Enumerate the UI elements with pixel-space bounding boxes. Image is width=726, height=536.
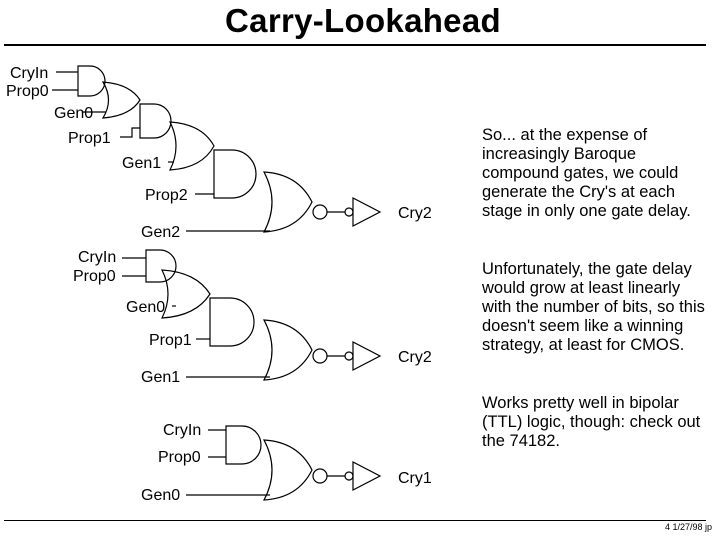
circuit2-nor-gate: [262, 319, 313, 381]
circuit2-label-prop0: Prop0: [73, 268, 116, 285]
circuit2-inverter: [352, 341, 382, 371]
circuit3-and-gate: [225, 425, 262, 465]
slide-footer: 4 1/27/98 jp: [664, 522, 712, 532]
circuit2-label-gen0: Gen0: [126, 299, 165, 316]
circuit3-nor-gate: [262, 439, 313, 501]
circuit1-nor-bubble: [312, 204, 328, 220]
circuit1-or-gate-2: [168, 121, 215, 171]
circuit1-or-gate-1: [101, 81, 141, 119]
circuit3-nor-bubble: [312, 468, 328, 484]
circuit2-label-cryin: CryIn: [78, 249, 116, 266]
circuit2-label-output: Cry2: [398, 349, 432, 366]
circuit1-label-cryin: CryIn: [10, 65, 48, 82]
circuit1-and-gate-2: [139, 103, 172, 139]
slide-title: Carry-Lookahead: [225, 2, 501, 39]
circuit1-nor-gate: [262, 171, 313, 233]
circuit1-label-prop0: Prop0: [6, 83, 49, 100]
circuit2-and-gate-1: [145, 249, 177, 283]
circuit2-label-gen1: Gen1: [141, 369, 180, 386]
circuit2-gates: [122, 249, 382, 381]
note-paragraph-3: Works pretty well in bipolar (TTL) logic…: [482, 394, 701, 450]
circuit3-gates: [186, 425, 382, 501]
circuit1-inverter-bubble: [344, 207, 354, 217]
circuit2-and-gate-2: [209, 297, 255, 347]
circuit1-and-gate-1: [77, 65, 106, 97]
circuit3-label-cryin: CryIn: [163, 422, 201, 439]
circuit2-inverter-bubble: [344, 351, 354, 361]
circuit1-label-output: Cry2: [398, 205, 432, 222]
circuit2-label-prop1: Prop1: [149, 332, 192, 349]
title-rule: [4, 44, 706, 46]
circuit3-label-output: Cry1: [398, 470, 432, 487]
circuit2-nor-bubble: [312, 348, 328, 364]
circuit1-label-prop1: Prop1: [68, 130, 111, 147]
circuit1-label-gen0: Gen0: [54, 105, 93, 122]
note-paragraph-1: So... at the expense of increasingly Bar…: [482, 126, 691, 220]
circuit3-label-gen0: Gen0: [141, 487, 180, 504]
circuit1-inverter: [352, 197, 382, 227]
circuit1-label-gen1: Gen1: [122, 155, 161, 172]
circuit2-or-gate-1: [160, 269, 211, 319]
circuit3-inverter-bubble: [344, 471, 354, 481]
circuit1-label-gen2: Gen2: [141, 224, 180, 241]
footer-rule: [4, 520, 706, 521]
circuit3-label-prop0: Prop0: [158, 449, 201, 466]
circuit3-inverter: [352, 461, 382, 491]
circuit1-and-gate-3: [213, 149, 257, 199]
circuit1-gates: [52, 65, 382, 233]
circuit1-label-prop2: Prop2: [145, 187, 188, 204]
note-paragraph-2: Unfortunately, the gate delay would grow…: [482, 260, 705, 354]
